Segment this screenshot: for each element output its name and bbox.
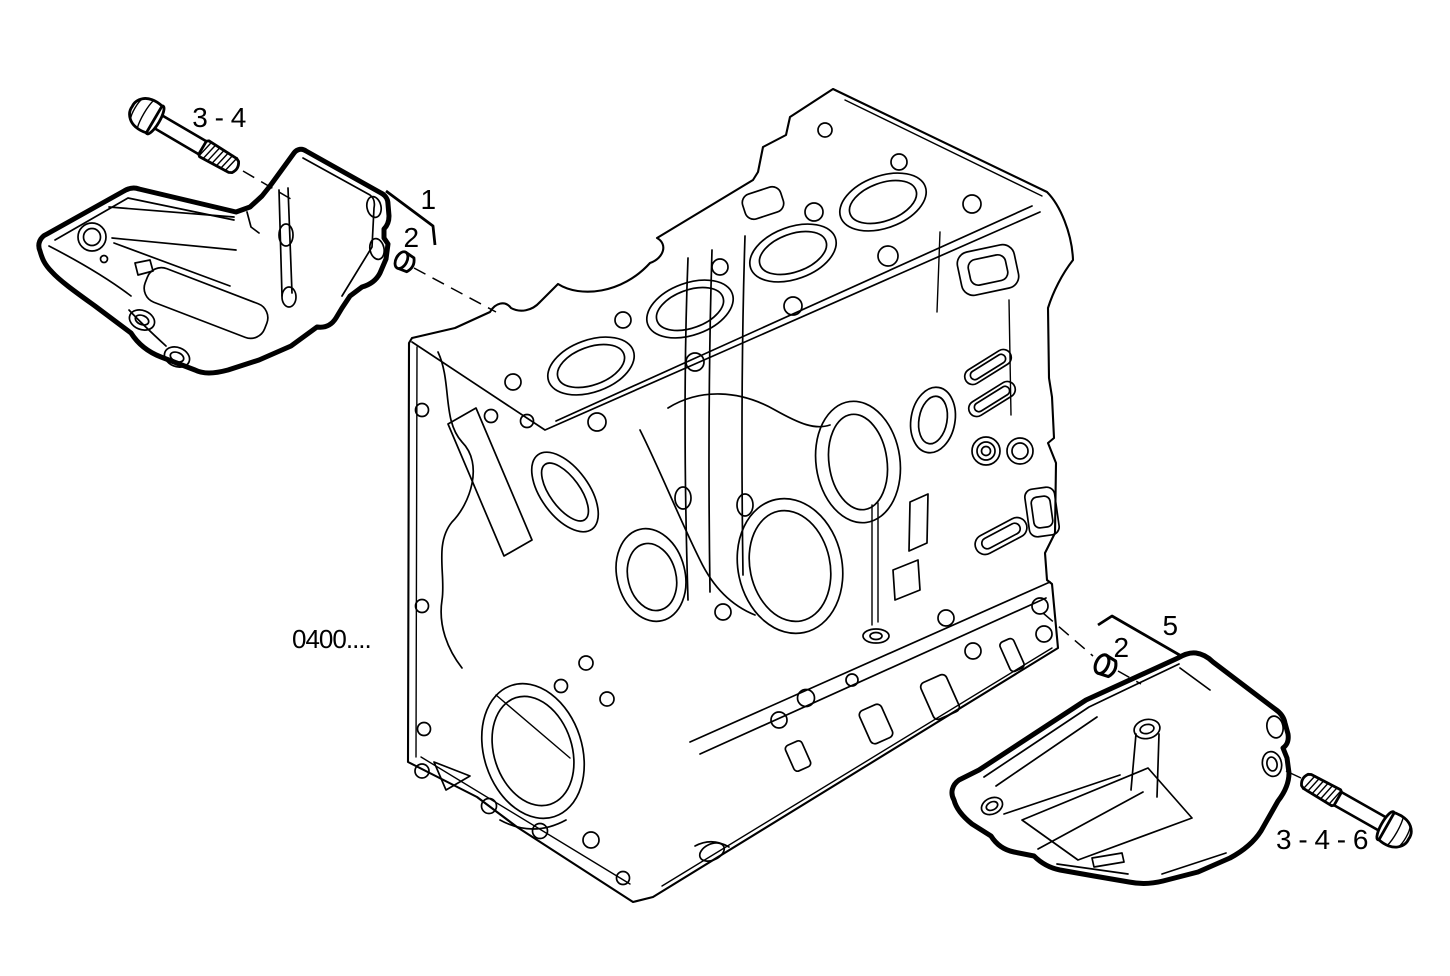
callout-label-3-4-6: 3 - 4 - 6 xyxy=(1276,824,1368,855)
callout-label-5: 5 xyxy=(1162,610,1177,641)
callout-labels: 3 - 4 1 2 5 2 3 - 4 - 6 0400.... xyxy=(192,102,1368,855)
callout-label-2-upper: 2 xyxy=(403,222,418,253)
callout-line-1 xyxy=(385,189,437,246)
callout-label-2-lower: 2 xyxy=(1113,632,1128,663)
engine-block-drawing xyxy=(406,87,1075,904)
mount-bracket-lower-drawing xyxy=(949,650,1292,886)
callout-label-1: 1 xyxy=(420,184,435,215)
dowel-upper-drawing xyxy=(390,248,419,276)
callout-line-5 xyxy=(1097,614,1184,659)
leader-lines xyxy=(242,170,1302,779)
figure-reference-code: 0400.... xyxy=(292,624,371,654)
mount-bracket-upper-drawing xyxy=(36,146,392,376)
callout-label-3-4: 3 - 4 xyxy=(192,102,246,133)
